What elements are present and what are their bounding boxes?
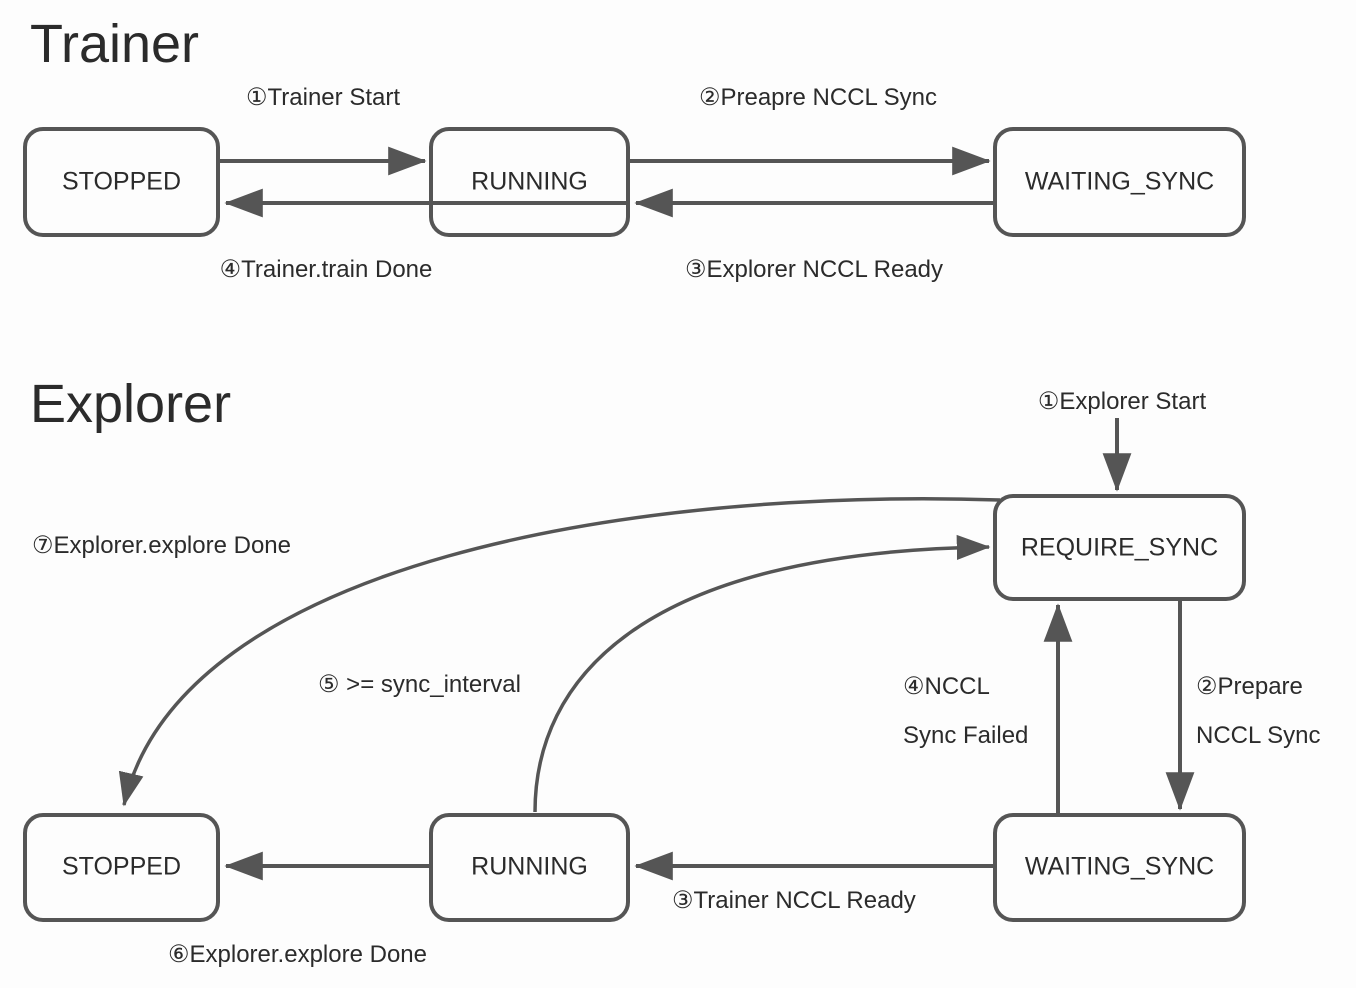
explorer-edge-label-1: ①Explorer Start bbox=[1038, 388, 1207, 415]
explorer-state-waiting-sync[interactable]: WAITING_SYNC bbox=[993, 813, 1246, 922]
explorer-state-running[interactable]: RUNNING bbox=[429, 813, 630, 922]
trainer-state-stopped[interactable]: STOPPED bbox=[23, 127, 220, 237]
explorer-state-stopped[interactable]: STOPPED bbox=[23, 813, 220, 922]
trainer-edge-label-4: ④Trainer.train Done bbox=[220, 256, 433, 283]
explorer-edge-label-2-line2: NCCL Sync bbox=[1196, 722, 1320, 749]
trainer-state-running[interactable]: RUNNING bbox=[429, 127, 630, 237]
trainer-running-box[interactable] bbox=[429, 127, 630, 237]
explorer-edge-label-6: ⑥Explorer.explore Done bbox=[168, 941, 427, 968]
trainer-running-label: RUNNING bbox=[471, 168, 588, 196]
explorer-edge-label-7: ⑦Explorer.explore Done bbox=[32, 532, 291, 559]
trainer-waiting-sync-label: WAITING_SYNC bbox=[1025, 168, 1214, 196]
explorer-running-label: RUNNING bbox=[471, 853, 588, 881]
explorer-waiting-sync-box[interactable] bbox=[993, 813, 1246, 922]
explorer-stopped-box[interactable] bbox=[23, 813, 220, 922]
explorer-state-require-sync[interactable]: REQUIRE_SYNC bbox=[993, 494, 1246, 601]
explorer-waiting-sync-label: WAITING_SYNC bbox=[1025, 853, 1214, 881]
explorer-edge-label-2-line1: ②Prepare bbox=[1196, 673, 1303, 700]
trainer-waiting-sync-box[interactable] bbox=[993, 127, 1246, 237]
explorer-edge-require-sync-to-stopped-arc bbox=[118, 497, 1001, 807]
explorer-running-box[interactable] bbox=[429, 813, 630, 922]
trainer-edge-label-2: ②Preapre NCCL Sync bbox=[699, 84, 937, 111]
trainer-edge-label-1: ①Trainer Start bbox=[246, 84, 400, 111]
trainer-state-waiting-sync[interactable]: WAITING_SYNC bbox=[993, 127, 1246, 237]
explorer-section-title: Explorer bbox=[30, 374, 231, 434]
trainer-stopped-label: STOPPED bbox=[62, 168, 181, 196]
explorer-edge-label-3: ③Trainer NCCL Ready bbox=[672, 887, 916, 914]
explorer-edge-label-4-line1: ④NCCL bbox=[903, 673, 990, 700]
explorer-require-sync-label: REQUIRE_SYNC bbox=[1021, 534, 1218, 562]
trainer-edge-label-3: ③Explorer NCCL Ready bbox=[685, 256, 943, 283]
explorer-stopped-label: STOPPED bbox=[62, 853, 181, 881]
explorer-edge-label-4-line2: Sync Failed bbox=[903, 722, 1028, 749]
explorer-edge-label-5: ⑤ >= sync_interval bbox=[318, 671, 521, 698]
trainer-section-title: Trainer bbox=[30, 14, 199, 74]
explorer-edge-running-to-require-sync-arc bbox=[533, 534, 991, 813]
explorer-require-sync-box[interactable] bbox=[993, 494, 1246, 601]
trainer-stopped-box[interactable] bbox=[23, 127, 220, 237]
